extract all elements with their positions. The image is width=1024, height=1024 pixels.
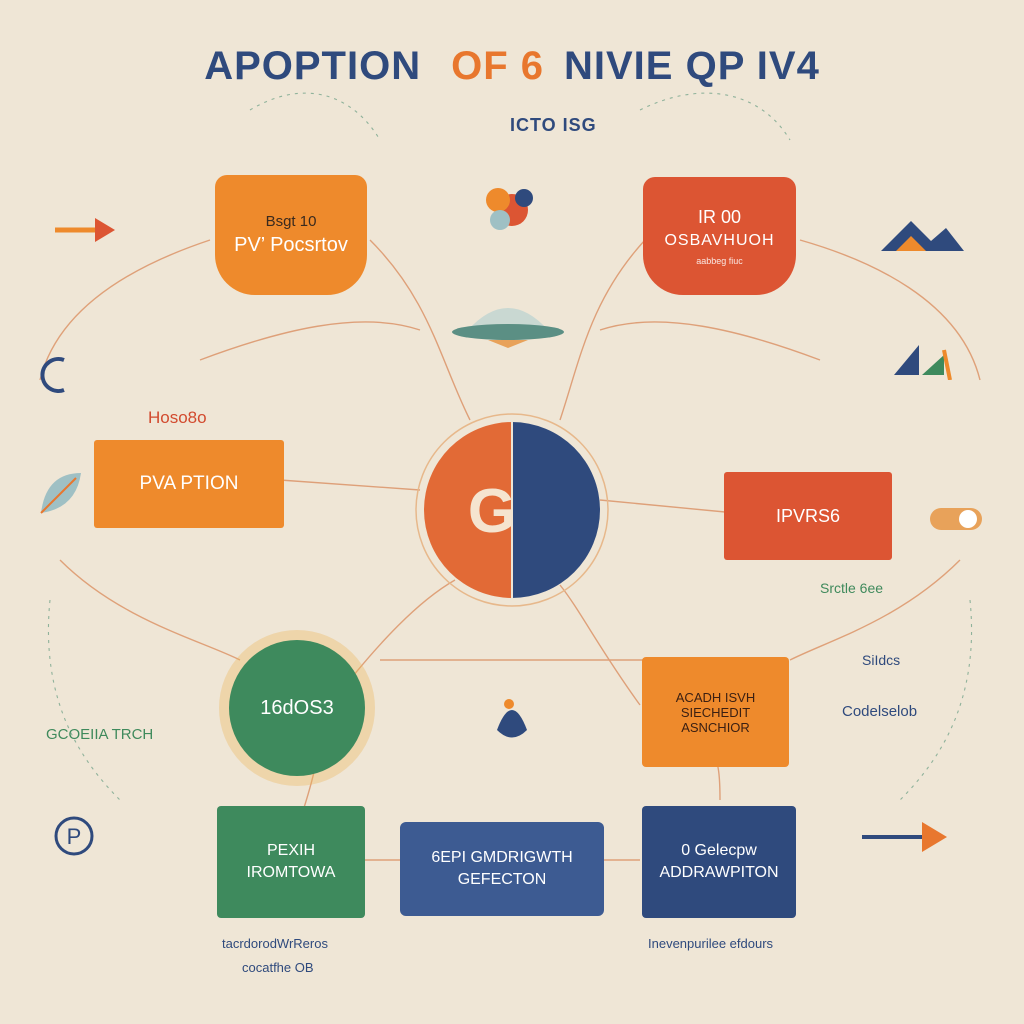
node-mid-right-label: IPVRS6 [775, 505, 841, 526]
node-mid-right: IPVRS6 [724, 472, 892, 560]
right-label-2: Codelselob [842, 703, 918, 720]
c-icon [40, 357, 65, 393]
svg-text:P: P [67, 824, 82, 849]
node-bottom-green-line1: PEXIH [266, 842, 315, 859]
flower-icon [486, 188, 533, 230]
node-right-orange: ACADH ISVH SIECHEDIT ASNCHIOR [642, 657, 789, 767]
node-bottom-navy-line1: 0 Gelecpw [681, 842, 757, 859]
bottom-caption-2: cocatfhe OB [242, 960, 314, 975]
node-bottom-navy: 0 Gelecpw ADDRAWPITON [642, 806, 796, 918]
node-green-circle-label: 16dOS3 [260, 696, 334, 719]
toggle-icon [930, 508, 982, 530]
center-glyph: G [468, 477, 516, 546]
subtitle: ICTO ISG [510, 115, 597, 135]
node-mid-left-label: PVA PTION [139, 473, 239, 494]
leaf-icon [40, 473, 81, 514]
node-top-left: Bsgt 10 PV’ Pocsrto​v [215, 175, 367, 295]
bottom-caption-3: Inevenpurilee efdours [648, 936, 774, 951]
side-label-hoso: Hoso8o [148, 408, 207, 427]
node-top-right-line1: IR 00 [697, 206, 742, 227]
title-part-1: APOPTION [204, 44, 422, 88]
bottom-caption-1: tacrdorodWrReros [222, 936, 328, 951]
node-top-left-line2: PV’ Pocsrto​v [234, 234, 348, 256]
node-right-orange-line3: ASNCHIOR [681, 719, 750, 735]
node-right-orange-line2: SIECHEDIT [680, 704, 751, 720]
node-bottom-blue-line1: 6EPI GMDRIGWTH [431, 849, 573, 866]
node-bottom-navy-line2: ADDRAWPITON [659, 864, 779, 881]
sailboat-icon [894, 345, 952, 380]
node-green-circle: 16dOS3 [229, 640, 365, 776]
right-label-1: SiIdcs [862, 652, 901, 668]
node-top-left-line1: Bsgt 10 [265, 213, 317, 230]
right-label-3: Srctle 6ee [820, 580, 884, 596]
node-bottom-green-line2: IROMTOWA [246, 864, 336, 881]
title-part-3: NIVIE QP IV4 [564, 44, 820, 88]
mountain-icon [881, 221, 964, 251]
center-circle: G [415, 413, 609, 607]
node-right-orange-line1: ACADH ISVH [675, 689, 756, 705]
page-title: APOPTION OF 6 NIVIE QP IV4 [0, 44, 1024, 89]
dome-icon [452, 308, 564, 348]
pen-icon [862, 822, 947, 852]
node-bottom-blue: 6EPI GMDRIGWTH GEFECTON [400, 822, 604, 916]
node-bottom-blue-line2: GEFECTON [457, 871, 547, 888]
node-bottom-green: PEXIH IROMTOWA [217, 806, 365, 918]
title-part-2: OF 6 [451, 44, 544, 88]
node-top-right-line2: OSBAVHUOH [664, 231, 775, 249]
arrow-icon [55, 218, 115, 242]
bird-icon [497, 699, 527, 738]
p-icon: P [54, 816, 94, 856]
node-mid-left: PVA PTION [94, 440, 284, 528]
left-label: GCOEIIA TRCH [46, 726, 154, 743]
node-top-right-line3: aabbeg fiuc [696, 255, 743, 266]
node-top-right: IR 00 OSBAVHUOH aabbeg fiuc [643, 177, 796, 295]
